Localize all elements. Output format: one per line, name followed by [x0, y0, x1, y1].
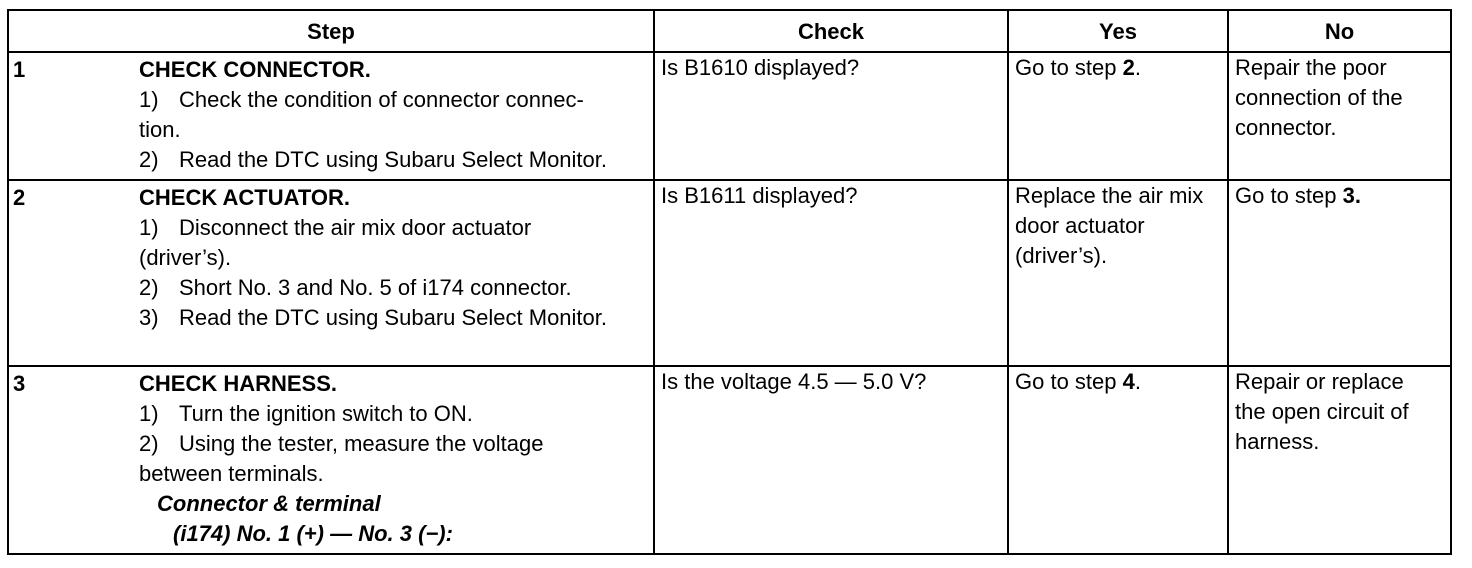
- yes-cell: Go to step 2.: [1007, 51, 1229, 181]
- table-row: 2 CHECK ACTUATOR. 1)Disconnect the air m…: [7, 179, 1452, 367]
- no-cell: Repair the poor connection of the connec…: [1227, 51, 1452, 181]
- instruction: 2)Short No. 3 and No. 5 of i174 connecto…: [139, 275, 572, 300]
- step-title: CHECK HARNESS.: [139, 371, 338, 396]
- step-number: 2: [13, 185, 26, 210]
- check-cell: Is B1610 displayed?: [653, 51, 1009, 181]
- instruction-continuation: (driver’s).: [139, 245, 232, 270]
- step-cell: 2 CHECK ACTUATOR. 1)Disconnect the air m…: [7, 179, 655, 367]
- no-cell: Repair or replace the open circuit of ha…: [1227, 365, 1452, 555]
- step-number: 1: [13, 57, 26, 82]
- instruction: 2)Read the DTC using Subaru Select Monit…: [139, 147, 608, 172]
- step-cell: 1 CHECK CONNECTOR. 1)Check the condition…: [7, 51, 655, 181]
- step-title: CHECK ACTUATOR.: [139, 185, 351, 210]
- header-row: Step Check Yes No: [7, 9, 1452, 53]
- instruction: 3)Read the DTC using Subaru Select Monit…: [139, 305, 608, 330]
- instruction: 1)Check the condition of connector conne…: [139, 87, 584, 112]
- table-row: 1 CHECK CONNECTOR. 1)Check the condition…: [7, 51, 1452, 181]
- no-cell: Go to step 3.: [1227, 179, 1452, 367]
- header-yes: Yes: [1007, 9, 1229, 53]
- header-step: Step: [7, 9, 655, 53]
- instruction-continuation: tion.: [139, 117, 181, 142]
- instruction: 1)Turn the ignition switch to ON.: [139, 401, 473, 426]
- check-cell: Is the voltage 4.5 — 5.0 V?: [653, 365, 1009, 555]
- table-row: 3 CHECK HARNESS. 1)Turn the ignition swi…: [7, 365, 1452, 555]
- check-cell: Is B1611 displayed?: [653, 179, 1009, 367]
- instruction: 1)Disconnect the air mix door actuator: [139, 215, 532, 240]
- spec-line: (i174) No. 1 (+) — No. 3 (−):: [173, 521, 453, 546]
- spec-title: Connector & terminal: [157, 491, 381, 516]
- header-check: Check: [653, 9, 1009, 53]
- instruction-continuation: between terminals.: [139, 461, 324, 486]
- step-title: CHECK CONNECTOR.: [139, 57, 371, 82]
- instruction: 2)Using the tester, measure the voltage: [139, 431, 544, 456]
- header-no: No: [1227, 9, 1452, 53]
- yes-cell: Go to step 4.: [1007, 365, 1229, 555]
- step-cell: 3 CHECK HARNESS. 1)Turn the ignition swi…: [7, 365, 655, 555]
- step-number: 3: [13, 371, 26, 396]
- diagnostic-table: Step Check Yes No 1 CHECK CONNECTOR. 1)C…: [7, 9, 1452, 555]
- yes-cell: Replace the air mix door actuator (drive…: [1007, 179, 1229, 367]
